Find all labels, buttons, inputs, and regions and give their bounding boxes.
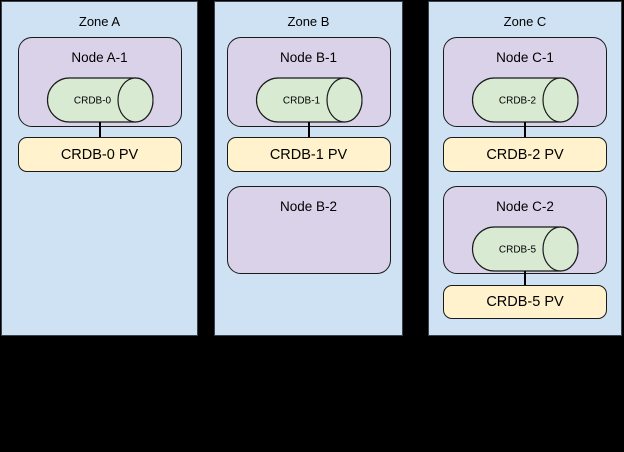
pv-crdb-0-label: CRDB-0 PV <box>60 146 139 163</box>
zone-a: Zone A Node A-1 CRDB-0 CRDB-0 PV <box>1 1 198 336</box>
node-a-1-label: Node A-1 <box>71 50 128 65</box>
node-c-2-label: Node C-2 <box>496 199 554 214</box>
database-cylinder-icon: CRDB-0 <box>46 77 153 123</box>
database-c2-label: CRDB-5 <box>499 245 537 256</box>
node-b-2: Node B-2 <box>226 186 391 274</box>
node-c-2: Node C-2 CRDB-5 <box>443 186 607 274</box>
database-b-label: CRDB-1 <box>282 96 320 107</box>
pv-crdb-1-label: CRDB-1 PV <box>269 146 348 163</box>
pv-crdb-0: CRDB-0 PV <box>17 137 182 172</box>
node-b-1-label: Node B-1 <box>279 50 338 65</box>
pv-crdb-2-label: CRDB-2 PV <box>486 146 564 163</box>
node-c-1-label: Node C-1 <box>496 50 554 65</box>
node-a-1: Node A-1 CRDB-0 <box>17 37 182 127</box>
zone-b-label: Zone B <box>287 14 330 29</box>
connector-line <box>524 271 526 286</box>
database-cylinder-icon: CRDB-5 <box>471 226 579 272</box>
zone-b: Zone B Node B-1 CRDB-1 CRDB-1 PV Node B-… <box>214 1 403 336</box>
zone-c-label: Zone C <box>503 14 547 29</box>
database-cylinder-icon: CRDB-2 <box>471 77 579 123</box>
database-a-label: CRDB-0 <box>73 96 111 107</box>
connector-line <box>524 122 526 137</box>
zone-c: Zone C Node C-1 CRDB-2 CRDB-2 PV Node C-… <box>428 1 622 336</box>
pv-crdb-5-label: CRDB-5 PV <box>486 294 564 310</box>
connector-line <box>307 122 310 137</box>
pv-crdb-5: CRDB-5 PV <box>443 285 607 319</box>
zone-a-label: Zone A <box>78 14 121 29</box>
pv-crdb-1: CRDB-1 PV <box>226 137 391 172</box>
database-cylinder-icon: CRDB-1 <box>255 77 362 123</box>
node-c-1: Node C-1 CRDB-2 <box>443 37 607 127</box>
pv-crdb-2: CRDB-2 PV <box>443 137 607 172</box>
connector-line <box>98 122 101 137</box>
database-c1-label: CRDB-2 <box>499 96 537 107</box>
node-b-1: Node B-1 CRDB-1 <box>226 37 391 127</box>
node-b-2-label: Node B-2 <box>279 199 338 214</box>
